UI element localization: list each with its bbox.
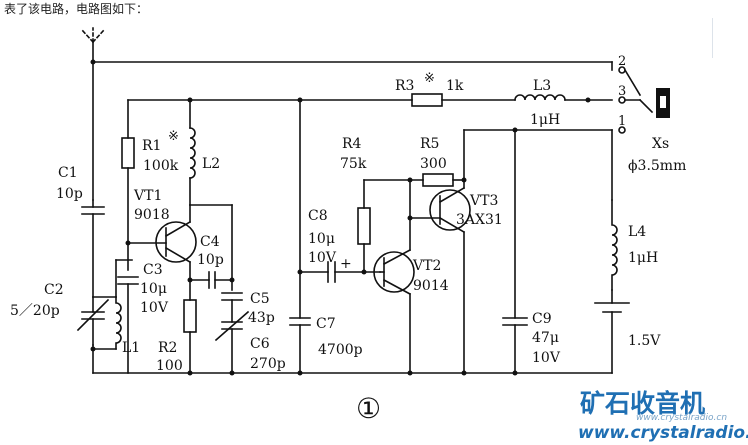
figure-number: ① bbox=[356, 392, 381, 425]
label-c8-value1: 10μ bbox=[308, 231, 335, 247]
label-r1-star: ※ bbox=[168, 129, 179, 144]
label-r1-value: 100k bbox=[143, 158, 179, 174]
label-c4-value: 10p bbox=[197, 252, 224, 268]
label-c8-plus: + bbox=[340, 256, 352, 272]
capacitor-c3 bbox=[117, 242, 139, 374]
label-vt1: VT1 bbox=[133, 188, 162, 204]
label-c1-value: 10p bbox=[56, 186, 83, 202]
label-vt2: VT2 bbox=[412, 258, 441, 274]
resistor-r3 bbox=[299, 93, 516, 107]
tank-c2-l1 bbox=[76, 259, 133, 374]
label-c1: C1 bbox=[58, 165, 78, 181]
label-c8: C8 bbox=[308, 208, 328, 224]
label-c2-value: 5／20p bbox=[10, 303, 60, 319]
label-r4: R4 bbox=[342, 136, 362, 152]
label-vt2-value: 9014 bbox=[413, 278, 449, 294]
label-r1: R1 bbox=[142, 138, 161, 154]
label-l1: L1 bbox=[122, 340, 140, 356]
label-r5: R5 bbox=[420, 136, 439, 152]
label-vt3: VT3 bbox=[469, 193, 498, 209]
label-pin-1: 1 bbox=[618, 114, 626, 129]
capacitor-c7 bbox=[289, 99, 311, 374]
label-c9-value1: 47μ bbox=[532, 330, 559, 346]
inductor-l3 bbox=[514, 94, 589, 101]
capacitor-c8 bbox=[299, 261, 381, 283]
transistor-vt1 bbox=[127, 204, 197, 281]
resistor-r5 bbox=[422, 173, 465, 187]
label-pin-2: 2 bbox=[618, 54, 626, 69]
inductor-l4 bbox=[611, 199, 618, 291]
label-c7-value: 4700p bbox=[318, 342, 363, 358]
page-divider bbox=[712, 18, 713, 58]
label-r3-value: 1k bbox=[446, 78, 464, 94]
label-vt3-value: 3AX31 bbox=[456, 212, 503, 228]
capacitor-c4 bbox=[189, 271, 233, 289]
label-c3-value2: 10V bbox=[140, 300, 169, 316]
watermark-url: www.crystalradio.cn bbox=[578, 423, 748, 443]
label-xs-value: ϕ3.5mm bbox=[628, 158, 686, 174]
label-c8-value2: 10V bbox=[308, 250, 337, 266]
capacitor-c1 bbox=[81, 199, 105, 298]
watermark-url-small: www.crystalradio.cn bbox=[636, 413, 727, 423]
label-c6-value: 270p bbox=[250, 356, 286, 372]
label-l2: L2 bbox=[202, 156, 220, 172]
label-r2-value: 100 bbox=[156, 358, 183, 374]
label-l3: L3 bbox=[533, 78, 551, 94]
label-l4: L4 bbox=[628, 224, 646, 240]
label-r3-star: ※ bbox=[424, 71, 435, 86]
label-c6: C6 bbox=[250, 336, 270, 352]
battery bbox=[594, 289, 630, 374]
transistor-vt2 bbox=[373, 217, 415, 374]
label-c5-value: 43p bbox=[248, 310, 275, 326]
label-l3-value: 1μH bbox=[530, 112, 560, 128]
label-c9: C9 bbox=[532, 311, 552, 327]
label-c2: C2 bbox=[44, 282, 64, 298]
label-battery: 1.5V bbox=[628, 333, 661, 349]
jack-xs bbox=[587, 61, 654, 201]
label-pin-3: 3 bbox=[618, 84, 626, 99]
label-c3: C3 bbox=[143, 262, 163, 278]
label-c9-value2: 10V bbox=[532, 350, 561, 366]
label-r4-value: 75k bbox=[340, 156, 367, 172]
resistor-r2 bbox=[183, 279, 197, 374]
capacitor-c9 bbox=[502, 129, 528, 374]
label-xs: Xs bbox=[652, 136, 669, 152]
label-c5: C5 bbox=[250, 291, 270, 307]
label-c4: C4 bbox=[200, 234, 220, 250]
label-l4-value: 1μH bbox=[628, 250, 658, 266]
watermark-title: 矿石收音机 bbox=[580, 389, 705, 418]
capacitor-c5-c6 bbox=[214, 292, 250, 374]
label-c7: C7 bbox=[316, 316, 336, 332]
antenna-symbol bbox=[80, 27, 106, 63]
label-c3-value1: 10μ bbox=[140, 281, 167, 297]
resistor-r4 bbox=[357, 179, 371, 273]
junction-dots bbox=[90, 59, 670, 376]
inductor-l2 bbox=[189, 99, 233, 291]
label-r2: R2 bbox=[158, 340, 177, 356]
label-vt1-value: 9018 bbox=[134, 207, 170, 223]
label-r3: R3 bbox=[395, 78, 414, 94]
label-r5-value: 300 bbox=[420, 156, 447, 172]
intro-text: 表了该电路，电路图如下： bbox=[4, 2, 149, 16]
resistor-r1 bbox=[121, 99, 135, 244]
